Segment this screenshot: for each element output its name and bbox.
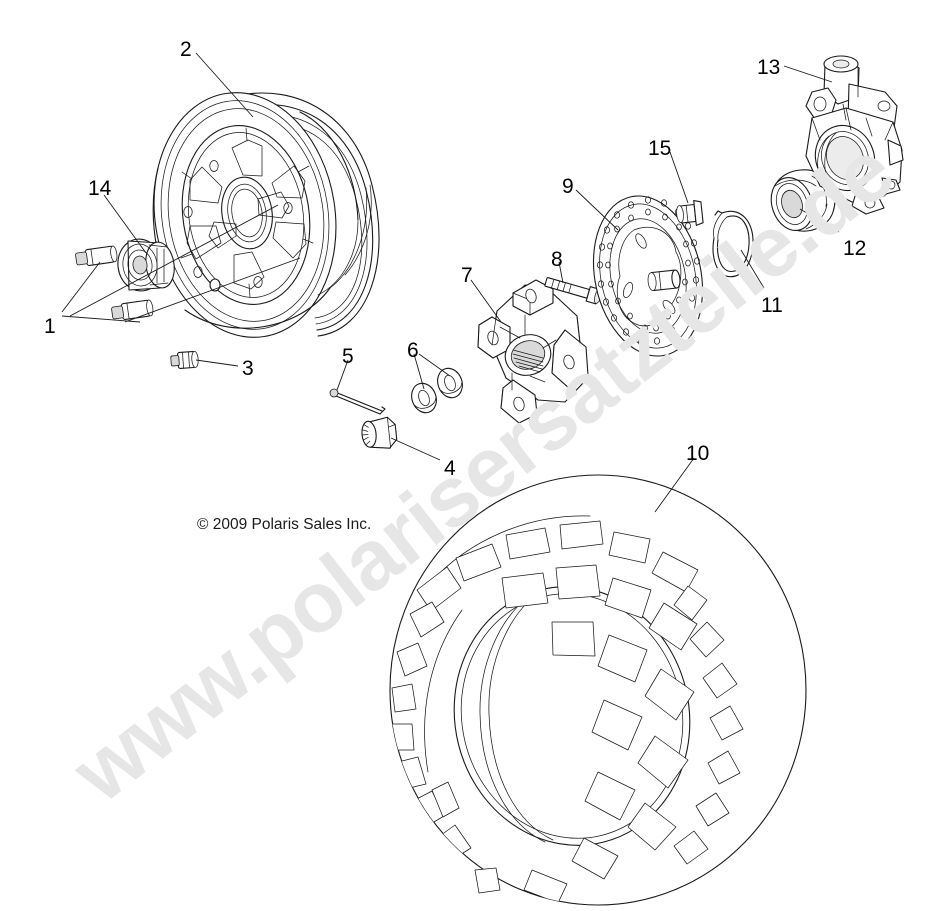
callout-number-hub-cap[interactable]: 14: [88, 177, 112, 200]
part-hub-cap-art: [117, 238, 175, 292]
callout-number-valve-cap-screw[interactable]: 3: [242, 357, 254, 380]
callout-number-washer[interactable]: 6: [407, 339, 419, 362]
part-washer-art: [411, 367, 463, 414]
callout-number-tire[interactable]: 10: [686, 442, 710, 465]
part-valve-cap-screw-art: [170, 350, 199, 369]
callout-number-cotter-pin[interactable]: 5: [342, 345, 354, 368]
part-wheel-hub-art: [477, 279, 589, 424]
part-snap-ring-art: [712, 210, 754, 284]
callout-number-valve-stem[interactable]: 1: [44, 315, 56, 338]
callout-number-wheel-hub[interactable]: 7: [461, 264, 473, 287]
part-cotter-pin-art: [329, 388, 386, 415]
part-wheel-rim-art: [152, 92, 380, 338]
callout-number-steering-knuckle[interactable]: 13: [757, 56, 781, 79]
part-brake-disc-art: [592, 195, 704, 357]
callout-number-brake-disc[interactable]: 9: [562, 175, 574, 198]
leader-lines: [61, 52, 840, 513]
part-tire-art: [389, 474, 807, 906]
callout-number-hub-bolt[interactable]: 8: [551, 248, 563, 271]
callout-number-snap-ring[interactable]: 11: [761, 294, 783, 317]
part-wheel-bearing-art: [770, 169, 836, 232]
part-disc-stud-art: [676, 199, 704, 226]
callout-number-lug-nut[interactable]: 4: [444, 457, 456, 480]
callout-number-wheel-rim[interactable]: 2: [180, 38, 192, 61]
part-valve-stem-art: [75, 245, 154, 320]
part-steering-knuckle-art: [805, 55, 904, 215]
part-lug-nut-art: [361, 416, 398, 449]
copyright-notice: © 2009 Polaris Sales Inc.: [197, 516, 372, 533]
callout-number-disc-stud[interactable]: 15: [648, 137, 672, 160]
callout-number-wheel-bearing[interactable]: 12: [843, 237, 867, 260]
